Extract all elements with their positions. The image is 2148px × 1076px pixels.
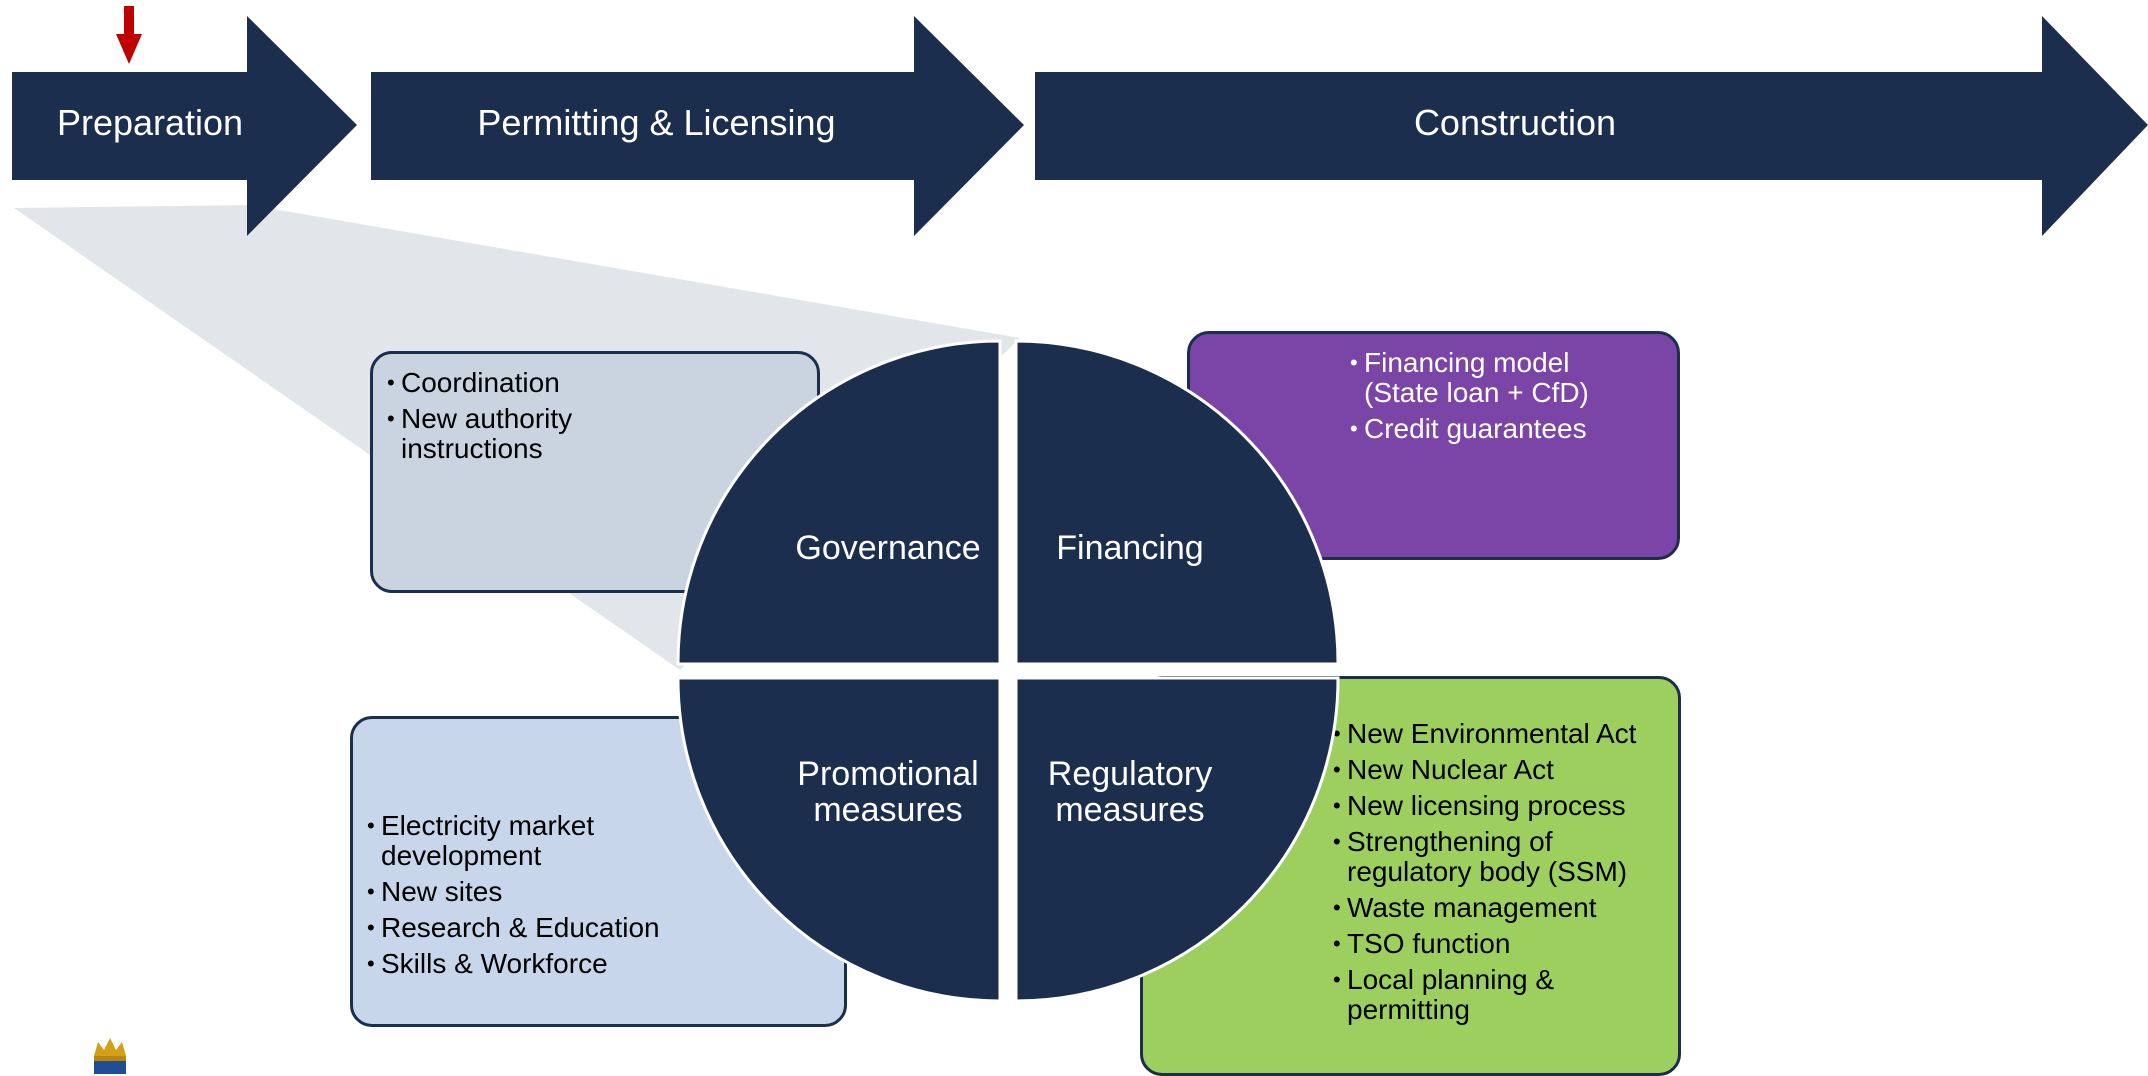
financing-list: Financing model (State loan + CfD) Credi… — [1350, 348, 1677, 445]
quadrant-label-governance: Governance — [795, 529, 981, 567]
crown-logo-icon — [94, 1038, 126, 1074]
quadrant-governance — [676, 339, 1002, 666]
down-arrow-marker-icon — [116, 6, 142, 64]
list-item: Research & Education — [367, 913, 844, 944]
list-item: Strengthening of regulatory body (SSM) — [1333, 827, 1667, 887]
list-item: Waste management — [1333, 893, 1678, 924]
list-item: New authority instructions — [387, 404, 611, 464]
phase-label-construction: Construction — [1413, 102, 1617, 143]
quadrant-label-financing: Financing — [1056, 529, 1204, 567]
list-item: New licensing process — [1333, 791, 1678, 822]
list-item: New sites — [367, 877, 844, 908]
governance-list: Coordination New authority instructions — [387, 368, 817, 464]
arrow-permitting — [371, 16, 1024, 236]
arrow-preparation — [12, 16, 357, 236]
list-item: New Nuclear Act — [1333, 755, 1678, 786]
quadrant-financing — [1014, 339, 1340, 666]
regulatory-box: New Environmental Act New Nuclear Act Ne… — [1140, 676, 1681, 1076]
list-item: Credit guarantees — [1350, 414, 1677, 445]
quadrant-label-regulatory: Regulatory measures — [1047, 755, 1213, 829]
list-item: Coordination — [387, 368, 817, 399]
list-item: Electricity market development — [367, 811, 631, 871]
quadrant-promotional — [676, 676, 1002, 1003]
list-item: TSO function — [1333, 929, 1678, 960]
regulatory-list: New Environmental Act New Nuclear Act Ne… — [1333, 719, 1678, 1025]
list-item: Financing model (State loan + CfD) — [1350, 348, 1624, 408]
quadrant-label-promotional: Promotional measures — [797, 755, 979, 829]
promotional-list: Electricity market development New sites… — [367, 811, 844, 980]
arrow-construction — [1035, 16, 2148, 236]
list-item: New Environmental Act — [1333, 719, 1678, 750]
phase-label-permitting: Permitting & Licensing — [477, 102, 836, 143]
list-item: Local planning & permitting — [1333, 965, 1587, 1025]
phase-label-preparation: Preparation — [56, 102, 244, 143]
quadrant-regulatory — [1014, 676, 1340, 1003]
list-item: Skills & Workforce — [367, 949, 844, 980]
